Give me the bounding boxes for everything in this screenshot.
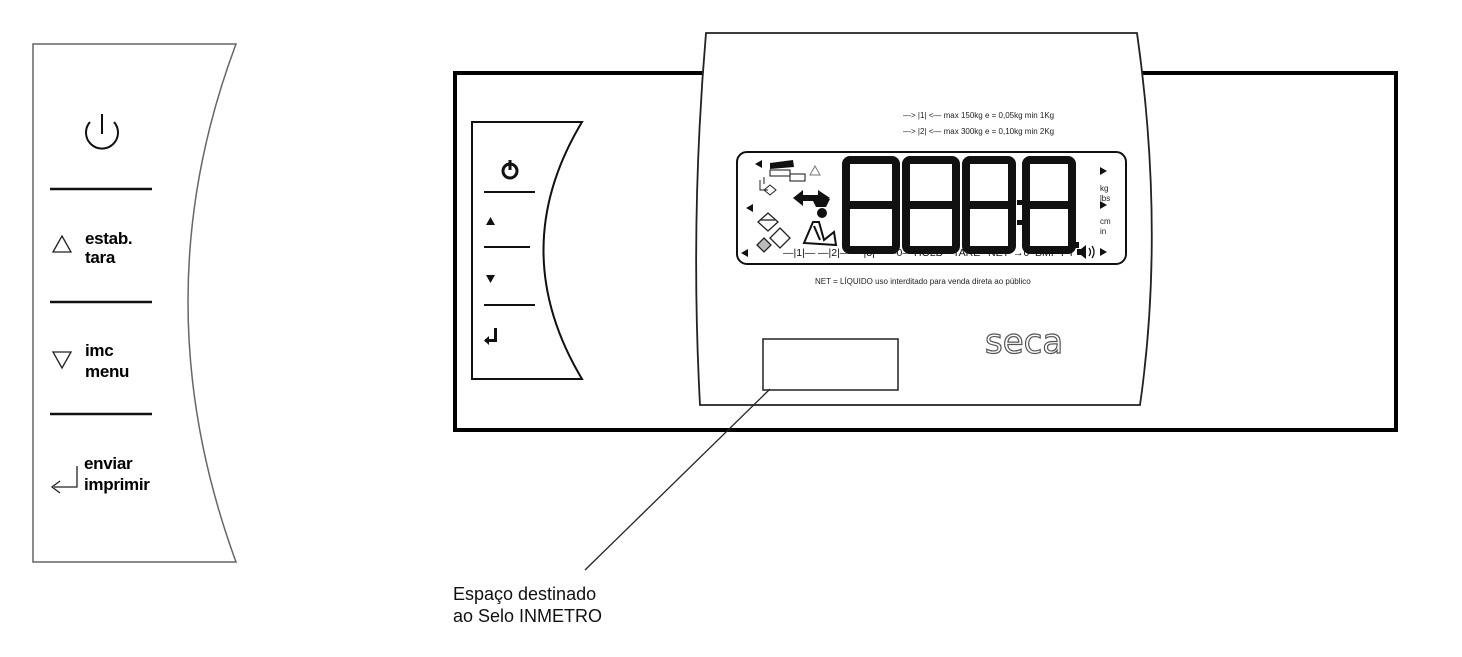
warning-triangle-icon xyxy=(809,164,821,176)
unit-in: in xyxy=(1100,227,1106,236)
callout-line-1: Espaço destinado xyxy=(453,584,597,604)
triangle-up-icon xyxy=(51,234,73,253)
indicator-pt: PT xyxy=(1061,247,1075,259)
scale-panel: —> |1| <— max 150kg e = 0,05kg min 1Kg —… xyxy=(453,32,1398,432)
indicator-range-1: —|1|— xyxy=(783,247,816,259)
indicator-tare: TARE xyxy=(953,247,980,259)
keypad-detail: estab. tara imc menu enviar imprimir xyxy=(32,43,238,563)
unit-lbs: lbs xyxy=(1100,194,1110,203)
tare-button-label-1: estab. xyxy=(85,229,132,248)
arrow-right-icon xyxy=(1100,167,1107,175)
triangle-up-icon xyxy=(486,217,495,225)
triangle-down-icon xyxy=(486,275,495,283)
lcd-indicator-row: —|1|— —|2|— —|3|— —0— HOLD TARE NET →0 B… xyxy=(783,245,1095,259)
lcd-colon xyxy=(1017,200,1022,205)
indicator-range-2: —|2|— xyxy=(818,247,851,259)
arrow-left-icon xyxy=(755,160,762,168)
lcd-left-symbols xyxy=(741,160,838,257)
power-button[interactable] xyxy=(85,114,119,150)
lcd-digit-first xyxy=(842,156,900,254)
lcd-digit xyxy=(1022,156,1076,254)
range-line-1: —> |1| <— max 150kg e = 0,05kg min 1Kg xyxy=(903,111,1054,120)
indicator-zero: —0— xyxy=(886,247,913,259)
enter-arrow-icon xyxy=(50,466,78,494)
lcd-colon xyxy=(1017,220,1022,225)
panel-up-button[interactable] xyxy=(486,217,495,225)
enter-button-label-1: enviar xyxy=(84,454,133,473)
callout-line-2: ao Selo INMETRO xyxy=(453,606,603,626)
enter-button[interactable]: enviar imprimir xyxy=(50,454,151,494)
lcd-unit-markers: kg lbs cm in xyxy=(1100,167,1111,256)
indicator-range-3: —|3|— xyxy=(853,247,886,259)
menu-button-label-2: menu xyxy=(85,362,129,381)
panel-down-button[interactable] xyxy=(486,275,495,283)
triangle-down-icon xyxy=(51,351,73,370)
plug-icon xyxy=(759,177,777,196)
tare-button[interactable]: estab. tara xyxy=(51,229,133,267)
indicator-bmi: BMI xyxy=(1035,247,1054,259)
power-icon xyxy=(85,114,119,150)
lcd-digit xyxy=(962,156,1016,254)
unit-kg: kg xyxy=(1100,184,1108,193)
battery-icon xyxy=(769,160,806,182)
lcd-digit xyxy=(902,156,960,254)
panel-keypad xyxy=(471,121,584,380)
panel-power-button[interactable] xyxy=(501,160,519,180)
unit-cm: cm xyxy=(1100,217,1111,226)
net-notice: NET = LÍQUIDO uso interditado para venda… xyxy=(815,277,1031,286)
arrow-right-icon xyxy=(1100,201,1107,209)
enter-button-label-2: imprimir xyxy=(84,475,150,494)
lcd-decimal-point xyxy=(1074,242,1079,248)
panel-enter-button[interactable] xyxy=(484,328,497,345)
arrow-left-icon xyxy=(746,204,753,212)
indicator-net: NET xyxy=(988,247,1010,259)
range-line-2: —> |2| <— max 300kg e = 0,10kg min 2Kg xyxy=(903,127,1054,136)
power-icon xyxy=(501,160,519,180)
speaker-icon xyxy=(1077,245,1095,259)
arrow-right-icon xyxy=(1100,248,1107,256)
inmetro-seal-space xyxy=(762,338,899,391)
tare-button-label-2: tara xyxy=(85,248,116,267)
brand-logo: seca xyxy=(985,322,1063,362)
callout-leader-line xyxy=(584,388,771,571)
inmetro-callout-label: Espaço destinado ao Selo INMETRO xyxy=(453,583,602,627)
arrow-left-icon xyxy=(741,249,748,257)
menu-button[interactable]: imc menu xyxy=(51,341,129,381)
indicator-hold: HOLD xyxy=(914,247,944,259)
person-weighing-icon xyxy=(802,199,838,247)
indicator-minus-zero: →0 xyxy=(1013,247,1030,259)
enter-arrow-icon xyxy=(484,328,497,345)
baby-scale-icon xyxy=(756,212,791,253)
menu-button-label-1: imc xyxy=(85,341,113,360)
